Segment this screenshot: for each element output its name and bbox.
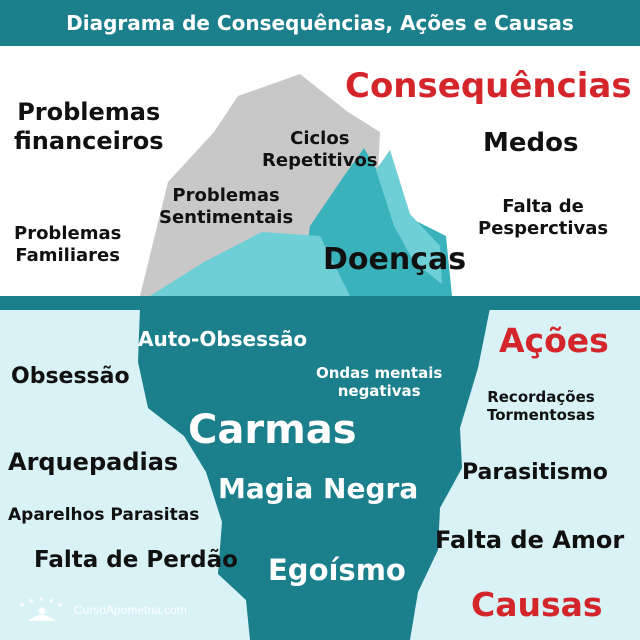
waterline-band [0, 296, 640, 310]
svg-text:★: ★ [19, 601, 25, 609]
label-arquepadias: Arquepadias [8, 448, 179, 476]
brand-watermark: ★ ★ ★ ★ ★ CursoApometria.com [16, 596, 187, 624]
label-lack-of-love: Falta de Amor [435, 526, 625, 554]
iceberg-highlight-face [376, 150, 442, 284]
label-tormenting-memories: Recordações Tormentosas [487, 388, 595, 425]
label-fears: Medos [483, 128, 579, 158]
svg-text:★: ★ [57, 601, 63, 609]
iceberg-light-teal-face [150, 232, 350, 296]
brand-text: CursoApometria.com [74, 603, 187, 617]
heading-actions: Ações [499, 321, 609, 360]
svg-text:★: ★ [48, 597, 54, 605]
label-negative-mental-waves: Ondas mentais negativas [316, 364, 443, 401]
person-stars-logo-icon: ★ ★ ★ ★ ★ [19, 597, 63, 621]
diagram-title: Diagrama de Consequências, Ações e Causa… [0, 0, 640, 46]
label-repetitive-cycles: Ciclos Repetitivos [262, 128, 378, 171]
heading-causes: Causas [471, 585, 603, 624]
label-parasitism: Parasitismo [462, 460, 608, 485]
label-unforgiveness: Falta de Perdão [34, 547, 238, 573]
label-obsession: Obsessão [11, 364, 130, 389]
heading-consequences: Consequências [345, 66, 632, 106]
label-karmas: Carmas [188, 407, 357, 453]
label-selfishness: Egoísmo [268, 553, 406, 587]
iceberg-submerged-part [138, 308, 490, 640]
label-diseases: Doenças [323, 242, 467, 277]
svg-text:★: ★ [28, 597, 34, 605]
label-self-obsession: Auto-Obsessão [138, 327, 308, 351]
label-black-magic: Magia Negra [218, 472, 419, 505]
label-parasitic-devices: Aparelhos Parasitas [8, 505, 200, 525]
label-lack-of-perspective: Falta de Pesperctivas [478, 196, 609, 239]
label-financial-problems: Problemas financeiros [14, 98, 164, 156]
label-family-problems: Problemas Familiares [14, 223, 122, 266]
svg-text:★: ★ [38, 597, 44, 603]
label-sentimental-problems: Problemas Sentimentais [159, 185, 294, 228]
